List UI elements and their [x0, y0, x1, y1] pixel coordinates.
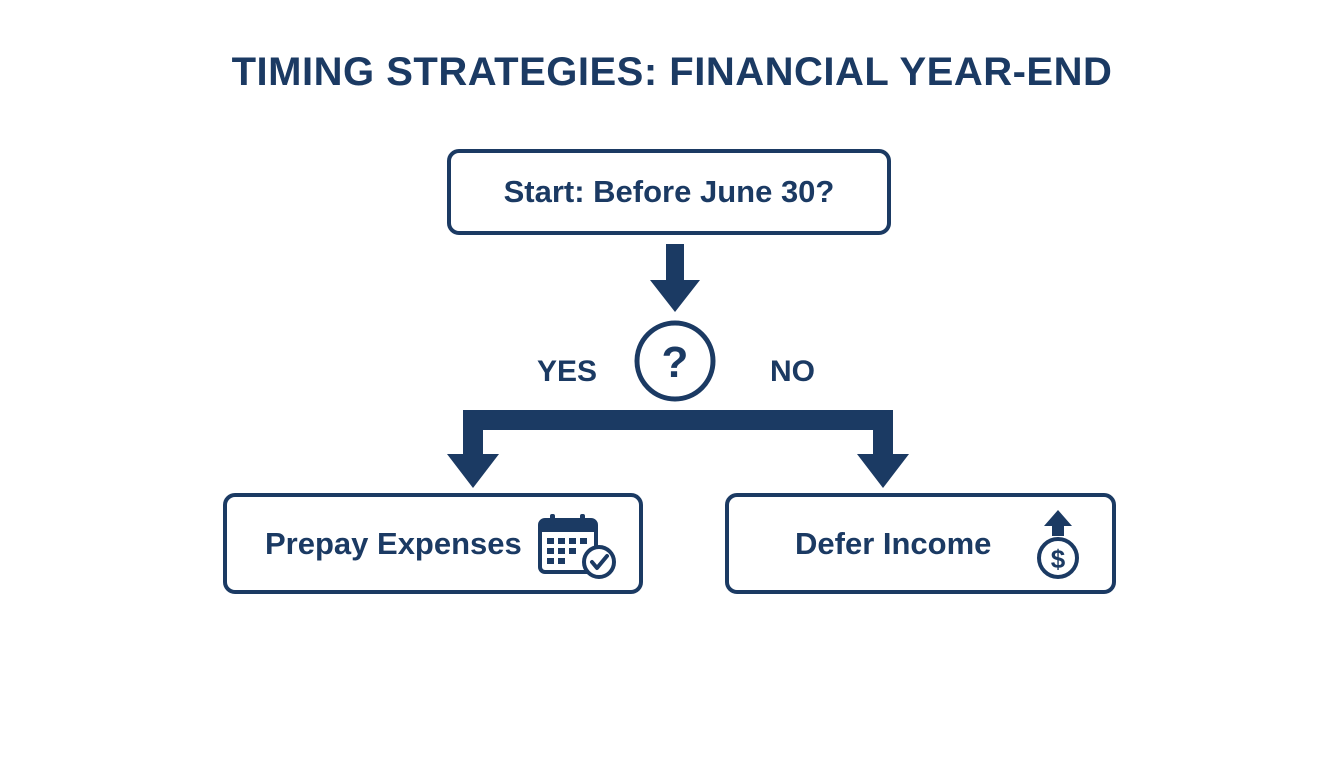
branch-connector	[447, 410, 909, 488]
money-bag-up-icon: $	[1037, 510, 1079, 579]
dollar-sign: $	[1051, 544, 1066, 574]
prepay-label: Prepay Expenses	[265, 525, 522, 561]
yes-label: YES	[537, 355, 598, 388]
question-mark-icon: ?	[662, 338, 689, 387]
diagram-title: TIMING STRATEGIES: FINANCIAL YEAR-END	[231, 50, 1113, 94]
no-arrow-head	[857, 454, 909, 488]
decision-icon: ?	[634, 320, 716, 402]
down-arrow	[650, 244, 700, 312]
start-label: Start: Before June 30?	[503, 174, 835, 209]
start-node: Start: Before June 30?	[447, 149, 891, 235]
calendar-check-icon	[538, 514, 616, 579]
yes-arrow-head	[447, 454, 499, 488]
defer-label: Defer Income	[795, 525, 992, 561]
no-label: NO	[770, 355, 815, 388]
